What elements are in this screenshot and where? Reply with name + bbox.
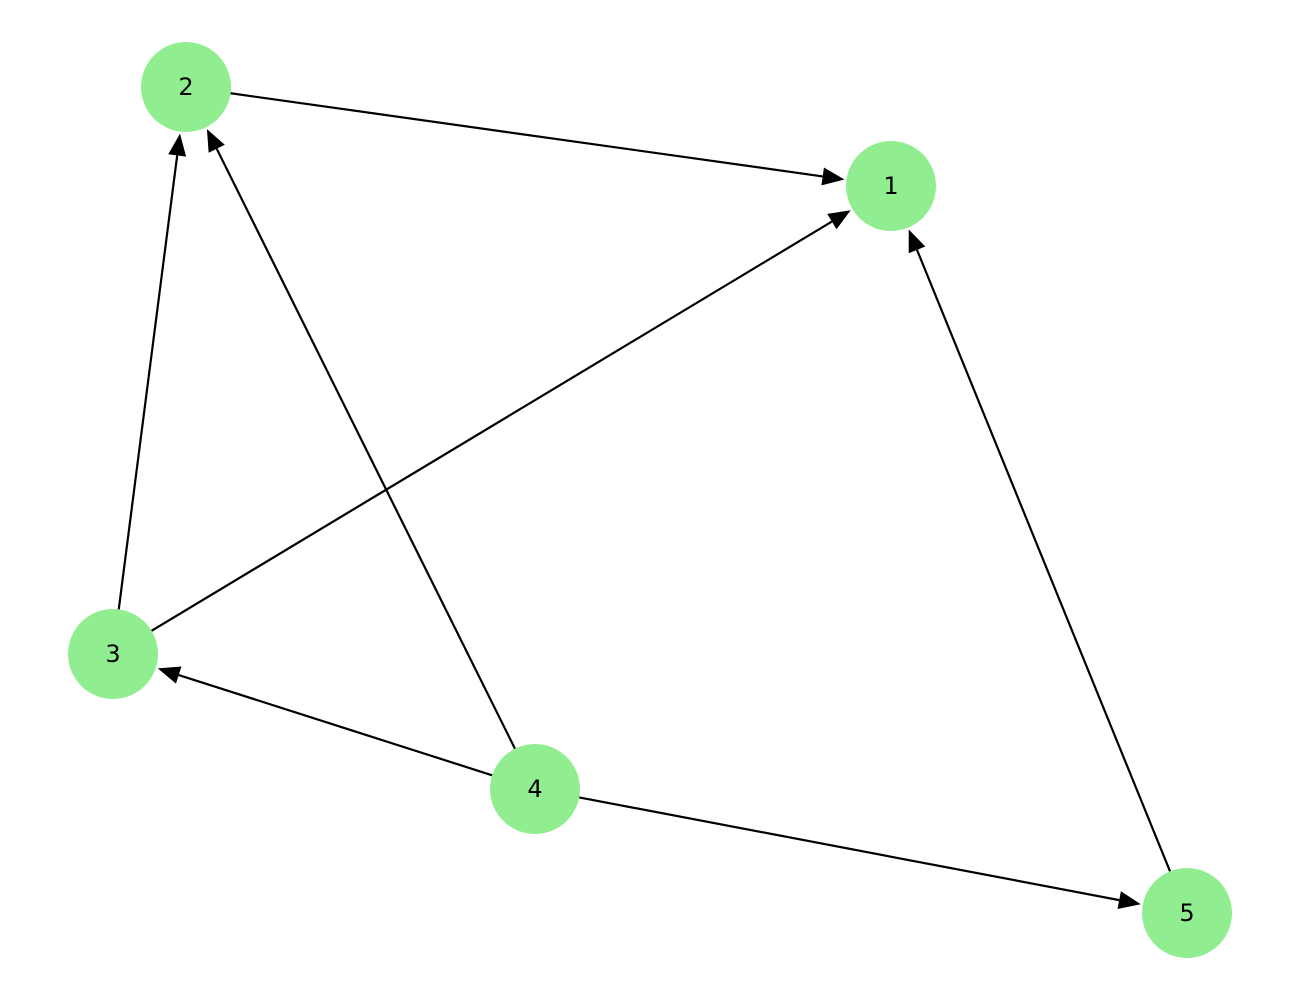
node-3: 3	[68, 609, 158, 699]
node-4: 4	[490, 744, 580, 834]
edge-line	[215, 148, 516, 750]
edge-4-to-3	[157, 666, 493, 777]
edge-2-to-1	[230, 92, 845, 186]
node-circle	[141, 42, 231, 132]
edge-line	[230, 92, 823, 178]
arrowhead-icon	[821, 167, 845, 186]
arrowhead-icon	[157, 666, 182, 684]
edges-layer	[117, 92, 1172, 909]
arrowhead-icon	[908, 229, 926, 254]
edge-line	[579, 796, 1120, 902]
arrowhead-icon	[1117, 891, 1141, 909]
node-label: 1	[883, 172, 898, 200]
node-label: 5	[1179, 899, 1194, 927]
node-label: 4	[527, 775, 542, 803]
edge-5-to-1	[908, 229, 1172, 872]
node-5: 5	[1142, 868, 1232, 958]
nodes-layer: 1 2 3 4 5	[68, 42, 1232, 958]
arrowhead-icon	[827, 210, 851, 230]
node-label: 3	[105, 640, 120, 668]
arrowhead-icon	[168, 133, 187, 157]
edge-4-to-2	[206, 129, 516, 750]
edge-3-to-1	[150, 210, 851, 632]
node-1: 1	[846, 141, 936, 231]
edge-4-to-5	[579, 796, 1141, 909]
edge-line	[150, 220, 833, 632]
node-circle	[846, 141, 936, 231]
node-label: 2	[178, 73, 193, 101]
node-2: 2	[141, 42, 231, 132]
node-circle	[1142, 868, 1232, 958]
edge-line	[916, 249, 1172, 872]
edge-line	[178, 673, 493, 777]
node-circle	[490, 744, 580, 834]
edge-line	[117, 155, 179, 610]
arrowhead-icon	[206, 129, 225, 153]
node-circle	[68, 609, 158, 699]
edge-3-to-2	[117, 133, 187, 610]
